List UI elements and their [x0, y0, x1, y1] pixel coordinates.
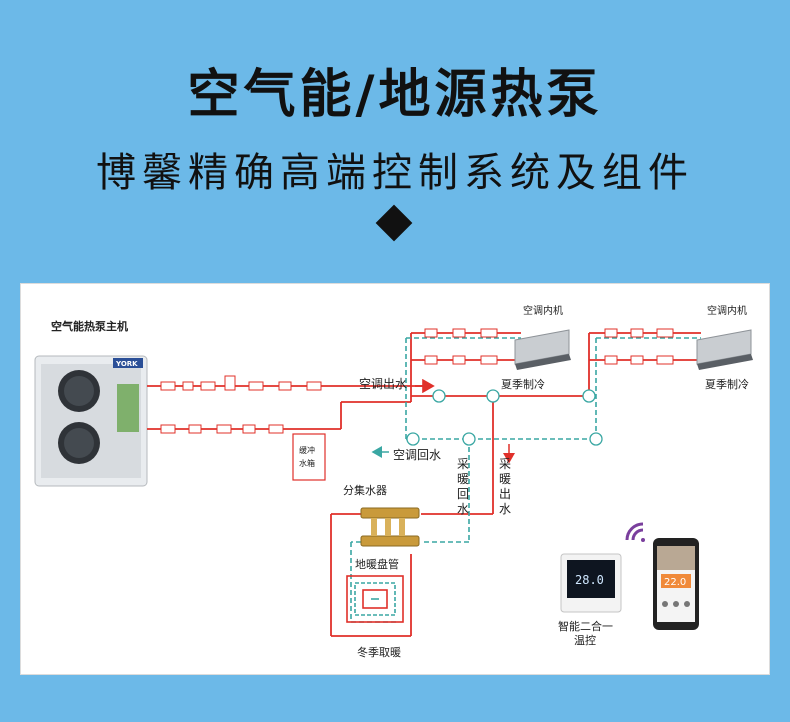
- summer-cooling-1-label: 夏季制冷: [501, 378, 545, 391]
- thermostat-device: 28.0: [560, 553, 622, 613]
- return-pipe: [350, 337, 701, 623]
- svg-text:采: 采: [457, 457, 469, 471]
- main-unit-label: 空气能热泵主机: [51, 319, 128, 333]
- wifi-icon: [625, 522, 645, 542]
- svg-text:暖: 暖: [457, 472, 469, 486]
- manifold: [360, 507, 420, 547]
- smartphone: 22.0: [653, 538, 699, 630]
- system-diagram: 空气能热泵主机 YORK: [34, 304, 753, 659]
- brand-logo: YORK: [115, 360, 138, 368]
- svg-text:出: 出: [499, 487, 511, 501]
- floor-coil-label: 地暖盘管: [355, 557, 399, 571]
- thermostat-readout: 28.0: [575, 573, 604, 587]
- system-diagram-panel: 空气能热泵主机 YORK: [20, 283, 770, 675]
- indoor-unit-2-label: 空调内机: [707, 304, 747, 317]
- buffer-tank-label-2: 水箱: [299, 458, 315, 468]
- phone-temperature: 22.0: [664, 577, 686, 588]
- svg-text:水: 水: [457, 502, 469, 516]
- thermostat-label-2: 温控: [574, 633, 596, 647]
- summer-cooling-2-label: 夏季制冷: [705, 378, 749, 391]
- diamond-ornament: [375, 204, 413, 242]
- ac-supply-label: 空调出水: [359, 377, 407, 391]
- heat-supply-label: 采 暖 出 水: [499, 457, 511, 516]
- heat-pump-unit: YORK: [34, 355, 148, 487]
- manifold-label: 分集水器: [343, 483, 387, 497]
- svg-text:水: 水: [499, 502, 511, 516]
- ac-return-label: 空调回水: [393, 448, 441, 462]
- buffer-tank: [292, 433, 326, 481]
- heat-return-label: 采 暖 回 水: [457, 457, 469, 516]
- svg-text:采: 采: [499, 457, 511, 471]
- page-title: 空气能/地源热泵: [187, 65, 603, 125]
- indoor-unit-1: [514, 329, 571, 370]
- indoor-unit-2: [696, 329, 753, 370]
- winter-heating-label: 冬季取暖: [357, 645, 401, 659]
- thermostat-label-1: 智能二合一: [558, 619, 613, 633]
- indoor-unit-1-label: 空调内机: [523, 304, 563, 317]
- svg-text:暖: 暖: [499, 472, 511, 486]
- floor-heating-coil: [346, 575, 404, 623]
- page-subtitle: 博馨精确高端控制系统及组件: [96, 150, 694, 196]
- svg-text:回: 回: [457, 487, 469, 501]
- buffer-tank-label-1: 缓冲: [299, 445, 315, 455]
- junction-nodes: [406, 389, 603, 446]
